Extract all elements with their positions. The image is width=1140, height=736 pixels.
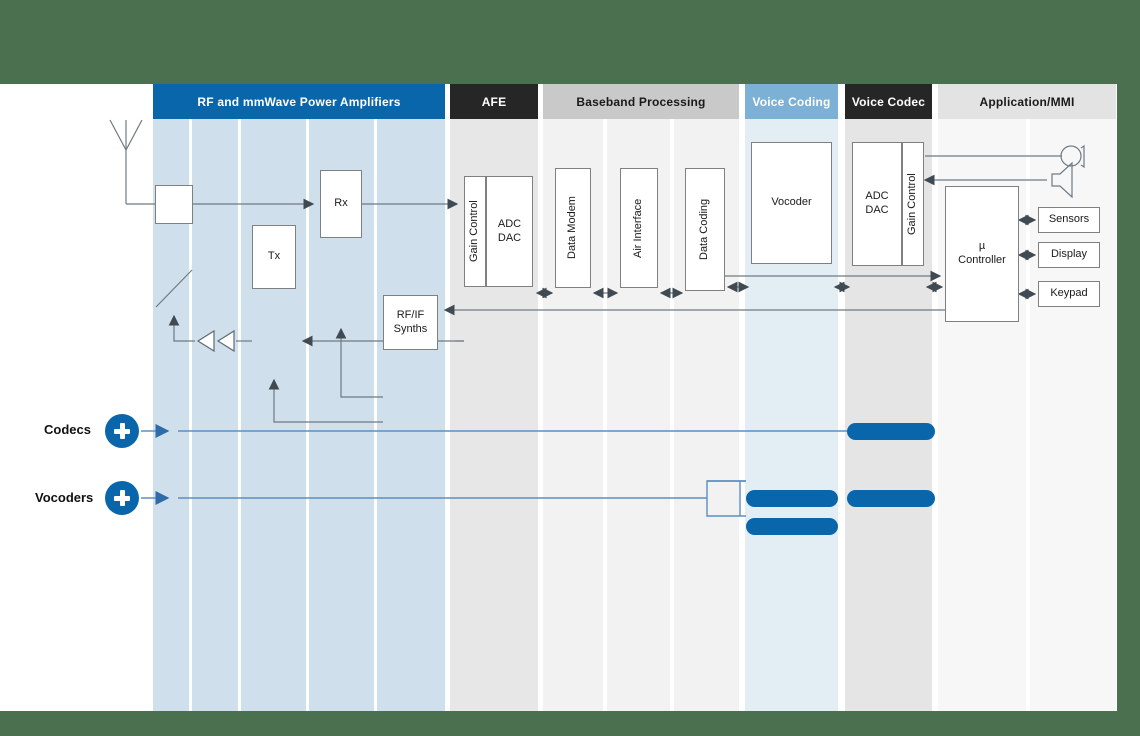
tab-label: Application/MMI <box>979 94 1075 109</box>
block-duplexer-switch <box>155 185 193 224</box>
tab-voice-codec[interactable]: Voice Codec <box>845 84 932 119</box>
tab-label: Voice Codec <box>851 94 926 109</box>
block-label: ADC DAC <box>497 217 522 244</box>
legend-pill-vocoders-1 <box>847 490 935 507</box>
rf-band-5 <box>377 119 445 711</box>
block-label: Vocoder <box>771 196 812 209</box>
block-label: Sensors <box>1048 213 1090 226</box>
block-sensors: Sensors <box>1038 207 1100 233</box>
diagram-canvas: RF and mmWave Power Amplifiers AFE Baseban… <box>0 84 1117 711</box>
tab-label: RF and mmWave Power Amplifiers <box>197 94 401 109</box>
antenna-icon <box>109 119 155 205</box>
tab-application-mmi[interactable]: Application/MMI <box>938 84 1116 119</box>
block-label: Tx <box>267 250 281 263</box>
block-label: Gain Control <box>906 173 919 235</box>
block-label: Data Modem <box>566 196 579 260</box>
rf-band-2 <box>192 119 238 711</box>
legend-pill-vocoders-0 <box>746 490 838 507</box>
block-label: µ Controller <box>958 240 1006 266</box>
tab-label: Voice Coding <box>752 94 831 109</box>
block-display: Display <box>1038 242 1100 268</box>
block-label: Keypad <box>1050 287 1088 300</box>
plus-icon[interactable] <box>105 414 139 448</box>
block-adc-dac-codec: ADC DAC <box>852 142 902 266</box>
block-label: ADC DAC <box>865 190 889 216</box>
block-data-modem: Data Modem <box>555 168 591 288</box>
tab-rf-and-mmwave-power-amplifiers[interactable]: RF and mmWave Power Amplifiers <box>153 84 445 119</box>
legend-pill-codecs-0 <box>847 423 935 440</box>
block-label: Display <box>1050 248 1088 261</box>
block-air-interface: Air Interface <box>620 168 658 288</box>
legend-label-vocoders: Vocoders <box>35 490 94 505</box>
block-rf-if-synths: RF/IF Synths <box>383 295 438 350</box>
block-rx-block: Rx <box>320 170 362 238</box>
tab-voice-coding[interactable]: Voice Coding <box>745 84 838 119</box>
rf-band-3 <box>241 119 306 711</box>
tab-label: AFE <box>481 94 507 109</box>
block-label: Air Interface <box>632 198 645 258</box>
plus-icon[interactable] <box>105 481 139 515</box>
tab-baseband-processing[interactable]: Baseband Processing <box>543 84 739 119</box>
block-micro-controller: µ Controller <box>945 186 1019 322</box>
block-tx-block: Tx <box>252 225 296 289</box>
block-vocoder: Vocoder <box>751 142 832 264</box>
block-label: Gain Control <box>468 200 481 263</box>
tab-label: Baseband Processing <box>576 94 706 109</box>
block-data-coding: Data Coding <box>685 168 725 291</box>
block-label: Rx <box>334 197 348 210</box>
block-label: Data Coding <box>698 198 711 261</box>
block-label: RF/IF Synths <box>393 308 428 335</box>
block-keypad: Keypad <box>1038 281 1100 307</box>
block-adc-dac-rf: ADC DAC <box>486 176 533 287</box>
block-gain-control-codec: Gain Control <box>902 142 924 266</box>
legend-label-codecs: Codecs <box>44 422 91 437</box>
tab-afe[interactable]: AFE <box>450 84 538 119</box>
block-gain-control-rf: Gain Control <box>464 176 486 287</box>
legend-pill-vocoders-2 <box>746 518 838 535</box>
